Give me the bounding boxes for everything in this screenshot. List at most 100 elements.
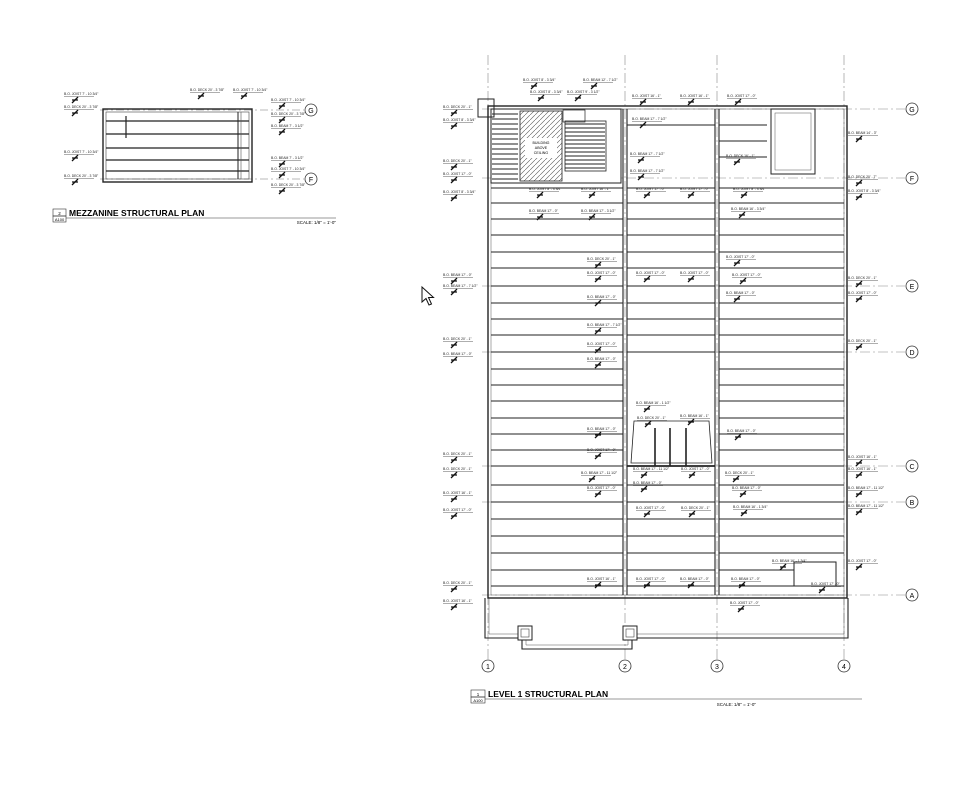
- grid-label: B: [910, 500, 915, 507]
- elevation-marker-icon: [855, 508, 863, 516]
- elevation-callout: B.O. JOIST 7' - 10 3/4": [233, 88, 268, 100]
- grid-label: C: [909, 464, 914, 471]
- elevation-callout: B.O. JOIST 17' - 0": [636, 506, 666, 518]
- callout-label: B.O. DECK 20' - 3 7/8": [271, 183, 306, 187]
- callout-label: B.O. DECK 20' - 3 7/8": [190, 88, 225, 92]
- elevation-marker-icon: [738, 211, 746, 219]
- grid-label: D: [909, 350, 914, 357]
- callout-label: B.O. DECK 20' - 1": [443, 337, 472, 341]
- callout-label: B.O. BEAM 16' - 1 1/2": [636, 401, 671, 405]
- callout-label: B.O. DECK 20' - 1": [681, 506, 710, 510]
- elevation-marker-icon: [687, 275, 695, 283]
- elevation-marker-icon: [450, 277, 458, 285]
- elevation-callout: B.O. DECK 20' - 1": [443, 467, 473, 479]
- level1-title-block: 1 A100 LEVEL 1 STRUCTURAL PLAN SCALE: 1/…: [470, 689, 862, 707]
- elevation-callout: B.O. DECK 20' - 3 7/8": [190, 88, 225, 100]
- elevation-callout: B.O. JOIST 17' - 0": [587, 486, 617, 498]
- elevation-callout: B.O. DECK 20' - 1": [848, 276, 878, 288]
- elevation-marker-icon: [536, 191, 544, 199]
- callout-label: B.O. BEAM 16' - 1 3/4": [772, 559, 807, 563]
- elevation-marker-icon: [71, 96, 79, 104]
- elevation-callout: B.O. BEAM 17' - 0": [443, 273, 473, 285]
- stair-note: CEILING: [534, 151, 549, 155]
- view-number: 2: [58, 211, 61, 216]
- callout-label: B.O. JOIST 17' - 0": [587, 486, 617, 490]
- elevation-callout: B.O. BEAM 7' - 3 1/2": [271, 124, 304, 136]
- callout-label: B.O. BEAM 17' - 7 1/2": [630, 152, 665, 156]
- elevation-marker-icon: [278, 160, 286, 168]
- elevation-callout: B.O. BEAM 7' - 3 1/2": [271, 156, 304, 168]
- callout-label: B.O. BEAM 17' - 7 1/2": [587, 323, 622, 327]
- elevation-callout: B.O. JOIST 17' - 0": [811, 582, 841, 594]
- elevation-marker-icon: [278, 116, 286, 124]
- joists-bay-2: [627, 124, 715, 587]
- elevation-marker-icon: [733, 259, 741, 267]
- elevation-callout: B.O. DECK 20' - 1": [443, 581, 473, 593]
- callout-label: B.O. JOIST 17' - 0": [730, 601, 760, 605]
- grid-label: F: [309, 177, 313, 184]
- callout-label: B.O. BEAM 17' - 0": [633, 481, 663, 485]
- elevation-marker-icon: [818, 586, 826, 594]
- elevation-marker-icon: [278, 102, 286, 110]
- elevation-marker-icon: [779, 563, 787, 571]
- grid-label: 2: [623, 664, 627, 671]
- elevation-callout: B.O. JOIST 16' - 1": [848, 467, 878, 479]
- callout-label: B.O. BEAM 17' - 0": [587, 357, 617, 361]
- elevation-callout: B.O. DECK 16' - 1": [726, 154, 756, 166]
- callout-label: B.O. JOIST 17' - 0": [636, 506, 666, 510]
- elevation-callout: B.O. DECK 20' - 3 7/8": [271, 183, 306, 195]
- callout-label: B.O. BEAM 17' - 11 1/2": [848, 486, 885, 490]
- stair-core: BUILDING ABOVE CEILING: [477, 98, 622, 184]
- elevation-callout: B.O. BEAM 17' - 0": [732, 486, 762, 498]
- elevation-marker-icon: [732, 475, 740, 483]
- elevation-marker-icon: [537, 94, 545, 102]
- elevation-callout: B.O. JOIST 16' - 1": [632, 94, 662, 106]
- callout-label: B.O. BEAM 17' - 0": [732, 486, 762, 490]
- elevation-callout: B.O. DECK 20' - 7": [848, 175, 878, 187]
- elevation-marker-icon: [450, 512, 458, 520]
- callout-label: B.O. JOIST 17' - 0": [443, 508, 473, 512]
- elevation-callout: B.O. DECK 20' - 1": [681, 506, 711, 518]
- elevation-callout: B.O. JOIST 17' - 0": [727, 94, 757, 106]
- elevation-marker-icon: [240, 92, 248, 100]
- elevation-callout: B.O. JOIST 17' - 0": [587, 342, 617, 354]
- callout-label: B.O. JOIST 16' - 1": [848, 467, 878, 471]
- callout-label: B.O. JOIST 8' - 3 3/4": [529, 187, 562, 191]
- elevation-callout: B.O. JOIST 17' - 0": [730, 601, 760, 613]
- elevation-callout: B.O. JOIST 8' - 3 3/4": [523, 78, 556, 90]
- elevation-marker-icon: [643, 581, 651, 589]
- mouse-cursor-icon: [421, 285, 435, 306]
- callout-label: B.O. JOIST 8' - 3 3/4": [443, 190, 476, 194]
- view-title: LEVEL 1 STRUCTURAL PLAN: [488, 689, 608, 699]
- stair-note: BUILDING: [533, 141, 550, 145]
- elevation-marker-icon: [740, 509, 748, 517]
- view-number: 1: [477, 692, 480, 697]
- callout-label: B.O. JOIST 17' - 0": [443, 172, 473, 176]
- elevation-marker-icon: [450, 456, 458, 464]
- grid-label: 1: [486, 664, 490, 671]
- elevation-marker-icon: [734, 98, 742, 106]
- elevation-callout: B.O. BEAM 17' - 11 1/2": [848, 504, 885, 516]
- callout-label: B.O. BEAM 17' - 0": [726, 291, 756, 295]
- elevation-marker-icon: [643, 191, 651, 199]
- callout-label: B.O. JOIST 17' - 0": [811, 582, 841, 586]
- callout-label: B.O. DECK 20' - 1": [637, 416, 666, 420]
- elevation-marker-icon: [855, 179, 863, 187]
- elevation-callout: B.O. DECK 20' - 1": [443, 337, 473, 349]
- elevation-callout: B.O. BEAM 17' - 0": [633, 481, 663, 493]
- elevation-callout: B.O. JOIST 17' - 0": [636, 577, 666, 589]
- elevation-callout: B.O. JOIST 7' - 10 3/4": [271, 98, 306, 110]
- elevation-marker-icon: [450, 288, 458, 296]
- elevation-callout: B.O. JOIST 7' - 10 3/4": [64, 92, 99, 104]
- callout-label: B.O. JOIST 17' - 0": [727, 94, 757, 98]
- elevation-marker-icon: [687, 191, 695, 199]
- elevation-marker-icon: [855, 563, 863, 571]
- elevation-marker-icon: [450, 356, 458, 364]
- callout-label: B.O. JOIST 8' - 3 3/4": [848, 189, 881, 193]
- callout-label: B.O. JOIST 16' - 1": [587, 577, 617, 581]
- callout-label: B.O. BEAM 17' - 3 1/2": [581, 209, 616, 213]
- elevation-callout: B.O. JOIST 16' - 1": [848, 455, 878, 467]
- callout-label: B.O. JOIST 17' - 0": [848, 559, 878, 563]
- grid-label: A: [910, 593, 915, 600]
- mezzanine-title-block: 2 A100 MEZZANINE STRUCTURAL PLAN SCALE: …: [52, 208, 336, 225]
